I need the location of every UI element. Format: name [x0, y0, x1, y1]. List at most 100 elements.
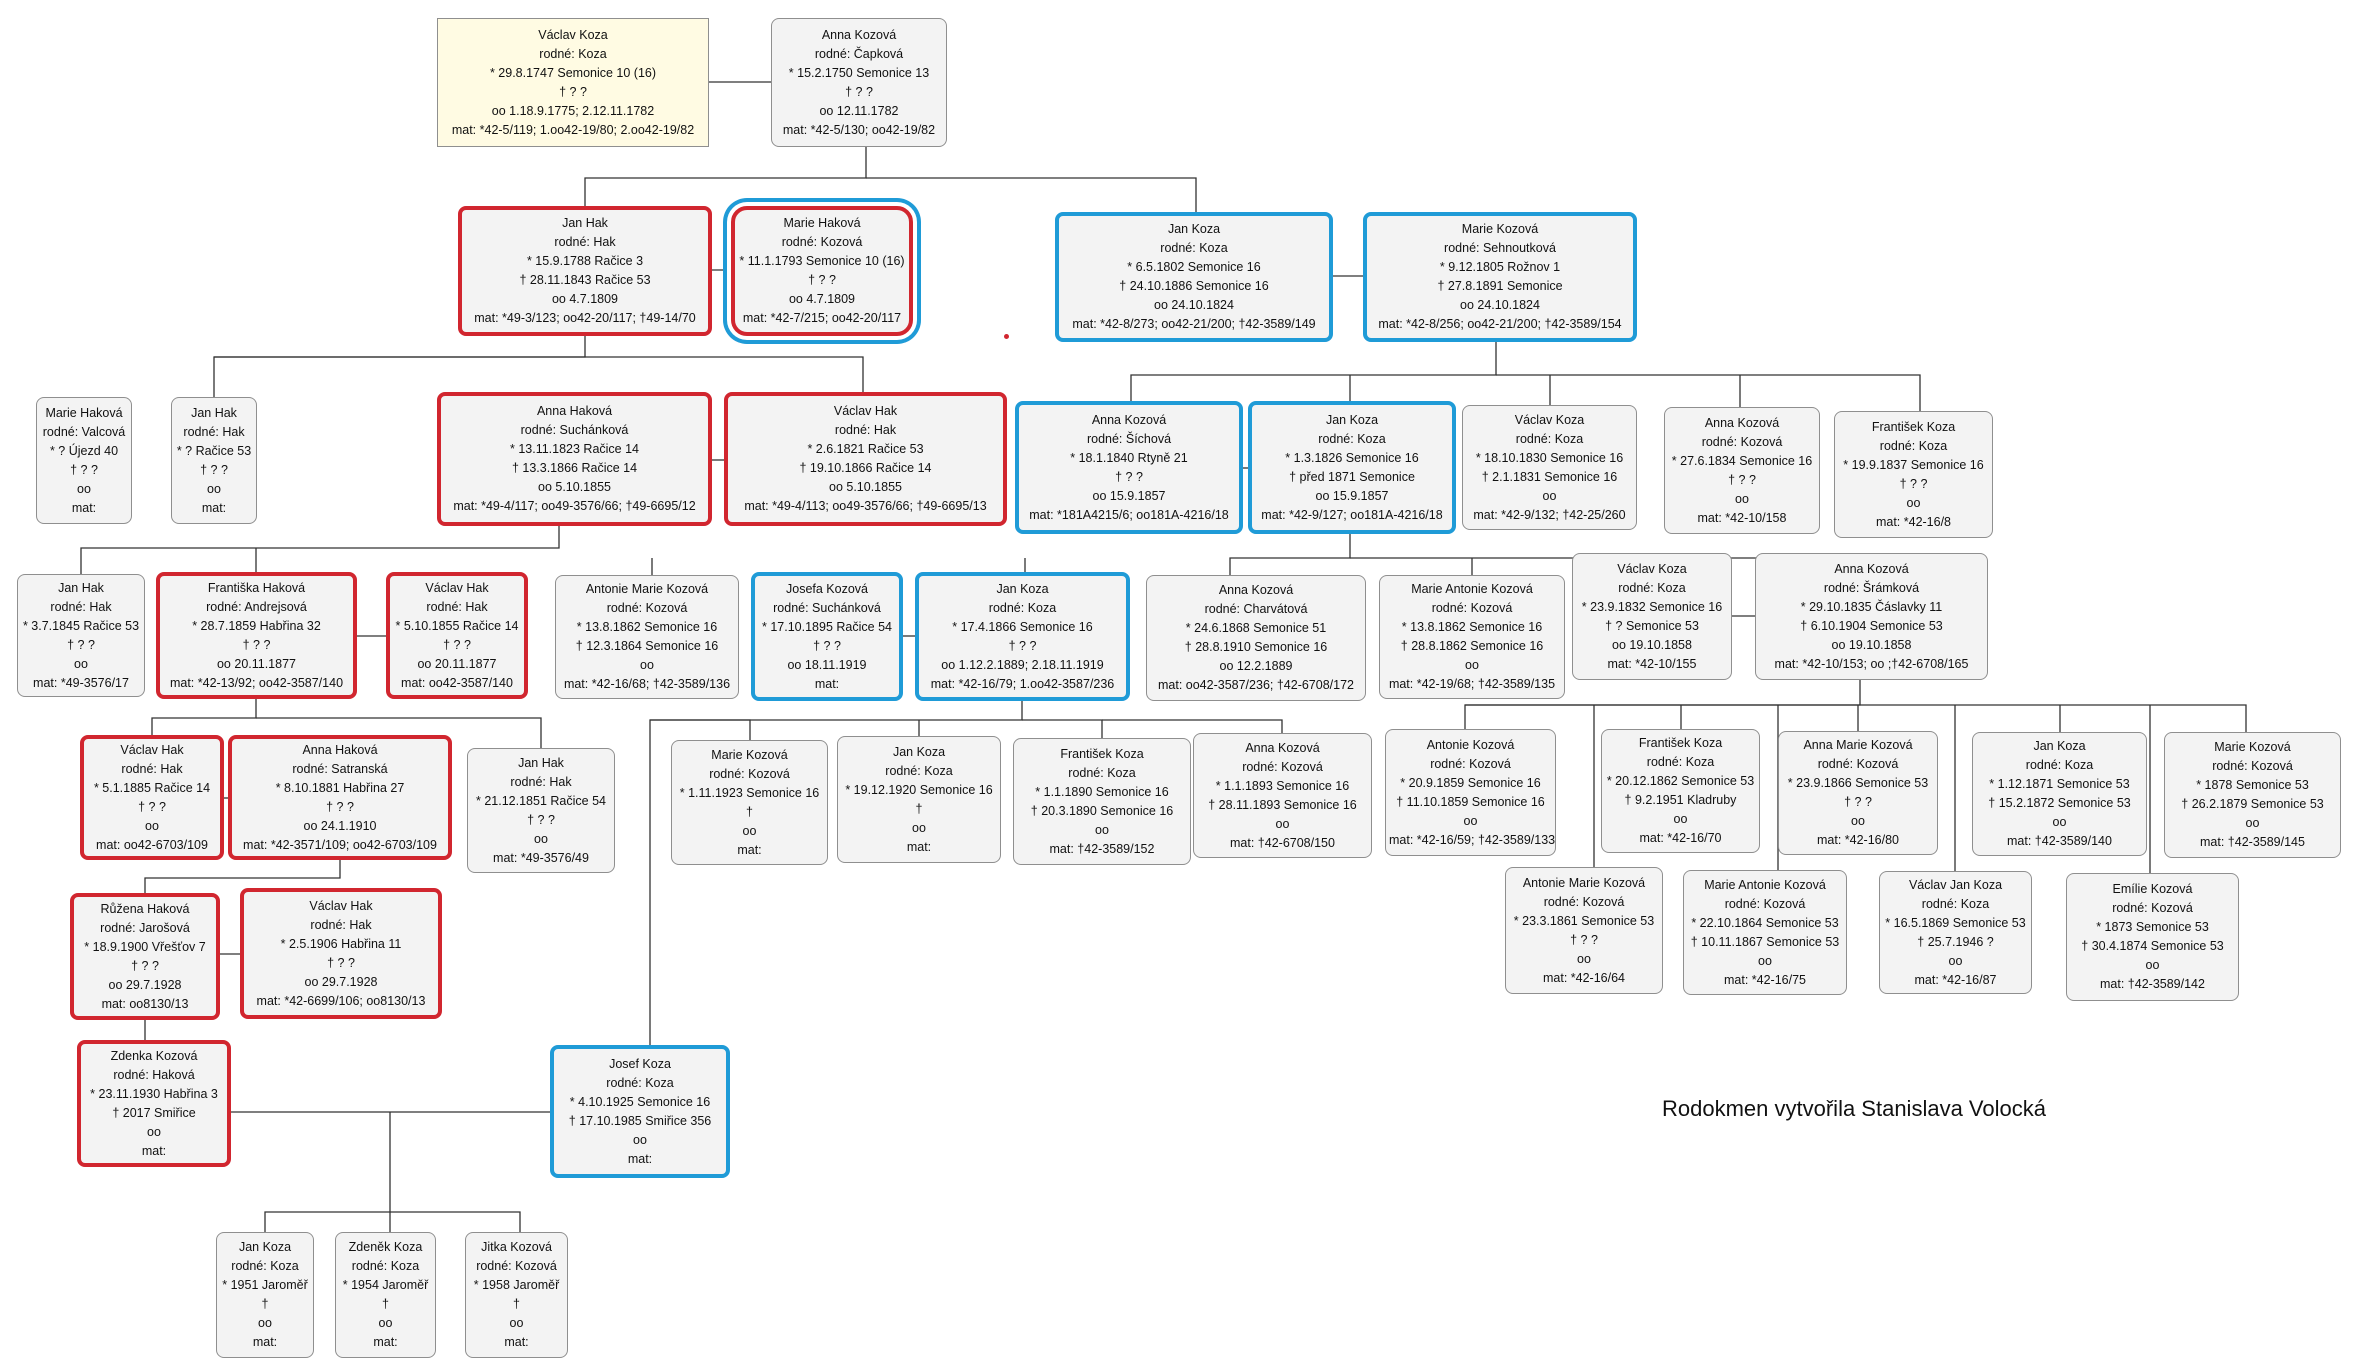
connector-line: [649, 701, 1023, 1045]
person-detail: * 18.9.1900 Vřešťov 7: [84, 939, 206, 954]
person-detail: * 1873 Semonice 53: [2096, 920, 2209, 934]
person-detail: † ? ?: [1728, 472, 1756, 487]
person-detail: mat: *42-7/215; oo42-20/117: [742, 311, 902, 325]
person-detail: oo: [2052, 815, 2067, 829]
person-detail: * 13.8.1862 Semonice 16: [1401, 620, 1543, 634]
person-detail: rodné: Sehnoutková: [1444, 241, 1556, 255]
person-detail: oo: [640, 658, 654, 672]
person-detail: * 1878 Semonice 53: [2196, 778, 2309, 792]
connector-line: [214, 356, 864, 392]
person-detail: oo: [1577, 951, 1591, 966]
person-detail: oo 1.12.2.1889; 2.18.11.1919: [941, 657, 1104, 672]
person-detail: † ? ?: [527, 812, 555, 827]
person-detail: oo: [74, 656, 88, 671]
person-detail: mat: *42-16/8: [1875, 514, 1952, 529]
connector-line: [390, 1211, 521, 1232]
person-detail: * 20.12.1862 Semonice 53: [1606, 774, 1755, 788]
person-detail: oo: [1542, 488, 1557, 503]
person-detail: * 3.7.1845 Račice 53: [22, 618, 140, 633]
person-detail: oo 12.11.1782: [819, 103, 899, 118]
person-detail: rodné: Koza: [351, 1259, 420, 1273]
person-detail: † 20.3.1890 Semonice 16: [1030, 803, 1174, 818]
person-name: Jan Hak: [518, 755, 564, 770]
person-box-emilie-kozova-1873: Emílie Kozová rodné: Kozová * 1873 Semonic…: [2066, 873, 2239, 1001]
person-detail: oo 1.18.9.1775; 2.12.11.1782: [491, 103, 655, 118]
person-detail: * 24.6.1868 Semonice 51: [1185, 621, 1327, 635]
person-detail: * 1.1.1890 Semonice 16: [1035, 784, 1169, 799]
person-detail: oo 18.11.1919: [787, 657, 867, 672]
person-detail: * 18.10.1830 Semonice 16: [1475, 450, 1624, 465]
person-detail: oo 20.11.1877: [216, 656, 296, 671]
person-detail: oo: [509, 1316, 524, 1330]
person-name: Václav Hak: [309, 898, 373, 913]
person-detail: † 17.10.1985 Smiřice 356: [568, 1113, 712, 1128]
person-detail: rodné: Charvátová: [1204, 602, 1308, 616]
person-detail: * 17.4.1866 Semonice 16: [952, 619, 1093, 634]
person-detail: † ? ?: [808, 273, 836, 287]
person-name: Anna Haková: [302, 742, 378, 757]
person-detail: mat: *42-16/64: [1543, 970, 1625, 985]
person-detail: rodné: Kozová: [781, 235, 863, 249]
person-name: Antonie Marie Kozová: [1522, 875, 1646, 890]
person-detail: † 30.4.1874 Semonice 53: [2081, 939, 2224, 953]
person-detail: rodné: Kozová: [1543, 894, 1625, 909]
person-detail: mat: oo42-3587/140: [401, 675, 513, 690]
person-name: Václav Koza: [538, 27, 608, 42]
person-name: Marie Kozová: [2214, 740, 2291, 754]
person-name: Jan Koza: [1167, 222, 1221, 236]
person-detail: † ? ?: [443, 637, 471, 652]
person-detail: † 24.10.1886 Semonice 16: [1119, 279, 1269, 293]
person-detail: † před 1871 Semonice: [1289, 469, 1415, 484]
person-detail: † 9.2.1951 Kladruby: [1624, 793, 1737, 807]
person-name: Václav Koza: [1617, 561, 1687, 576]
person-detail: mat: †42-3589/145: [2200, 835, 2305, 849]
person-name: Marie Kozová: [1461, 222, 1539, 236]
person-name: Jan Koza: [892, 744, 946, 759]
person-detail: mat:: [504, 1335, 529, 1349]
person-detail: rodné: Kozová: [709, 766, 790, 781]
person-detail: * 23.3.1861 Semonice 53: [1513, 913, 1655, 928]
person-detail: oo: [1095, 822, 1109, 837]
person-detail: oo: [1948, 953, 1963, 968]
person-detail: * 29.10.1835 Čáslavky 11: [1800, 599, 1943, 614]
person-detail: rodné: Kozová: [1431, 601, 1513, 615]
person-detail: * 13.11.1823 Račice 14: [509, 442, 640, 456]
person-detail: rodné: Kozová: [2112, 901, 2193, 915]
person-detail: * 29.8.1747 Semonice 10 (16): [489, 65, 657, 80]
person-detail: oo: [147, 1124, 161, 1139]
person-detail: rodné: Koza: [1318, 431, 1386, 446]
person-name: Zdenka Kozová: [110, 1048, 198, 1063]
person-detail: oo: [912, 820, 926, 835]
connector-line: [264, 1112, 391, 1232]
person-detail: * 1.11.1923 Semonice 16: [679, 785, 820, 800]
person-name: Marie Haková: [783, 216, 861, 230]
person-detail: rodné: Suchánková: [773, 600, 881, 615]
person-detail: * 9.12.1805 Rožnov 1: [1439, 260, 1561, 274]
person-detail: mat: oo42-6703/109: [96, 837, 208, 852]
person-detail: † ? ?: [242, 637, 271, 652]
person-detail: rodné: Valcová: [42, 424, 126, 439]
person-detail: oo 5.10.1855: [538, 480, 611, 494]
person-detail: mat: *42-9/132; †42-25/260: [1473, 507, 1626, 522]
person-detail: oo 29.7.1928: [108, 977, 182, 992]
person-detail: * 1951 Jaroměř: [222, 1278, 308, 1292]
person-name: Emílie Kozová: [2112, 882, 2193, 896]
person-detail: mat: *181A4215/6; oo181A-4216/18: [1029, 507, 1229, 522]
person-detail: oo 24.10.1824: [1154, 298, 1234, 312]
person-detail: † ? ?: [845, 84, 873, 99]
person-detail: oo: [1465, 658, 1479, 672]
person-detail: rodné: Kozová: [1701, 434, 1783, 449]
person-name: Marie Antonie Kozová: [1411, 582, 1533, 596]
connector-line: [1022, 719, 1103, 738]
